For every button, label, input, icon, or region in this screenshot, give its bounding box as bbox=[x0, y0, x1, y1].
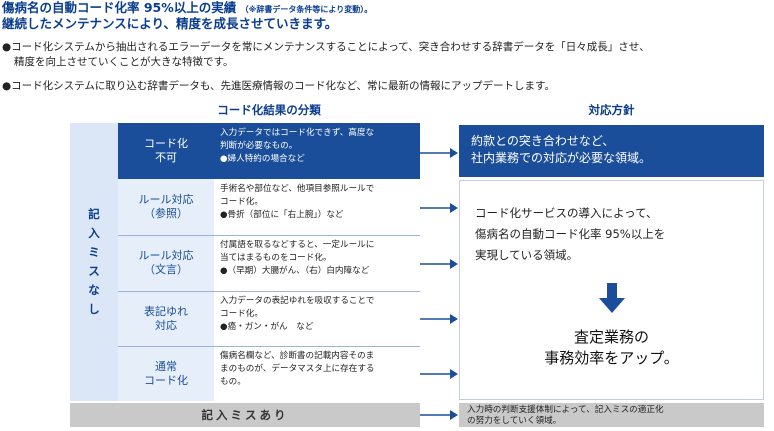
entry-error-bar: 記入ミスあり bbox=[70, 403, 420, 427]
row-divider bbox=[118, 346, 420, 347]
policy-manual-handling: 約款との突き合わせなど、 社内業務での対応が必要な領域。 bbox=[459, 125, 764, 177]
header-note: （※辞書データ条件等により変動）。 bbox=[240, 5, 373, 14]
bullet-1: ●コード化システムから抽出されるエラーデータを常にメンテナンスすることによって、… bbox=[2, 40, 650, 70]
side-label-no-entry-error: 記入ミスなし bbox=[70, 123, 118, 401]
category-normal-coding-desc: 傷病名欄など、診断書の記載内容そのま まのものが、データマスタ上に存在する もの… bbox=[214, 346, 420, 401]
arrow-right-icon bbox=[420, 314, 458, 324]
category-rule-reference-desc: 手術名や部位など、他項目参照ルールで コード化。 ●骨折（部位に「右上腕」）など bbox=[214, 179, 420, 235]
header-title: 傷病名の自動コード化率 95%以上の実績 bbox=[2, 0, 237, 15]
arrow-down-icon bbox=[599, 283, 625, 313]
category-notation-variation-desc: 入力データの表記ゆれを吸収することで コード化。 ●癌・ガン・がん など bbox=[214, 291, 420, 346]
category-normal-coding: 通常 コード化 bbox=[118, 346, 214, 401]
row-divider bbox=[118, 235, 420, 236]
policy-efficiency-headline: 査定業務の 事務効率をアップ。 bbox=[544, 328, 679, 367]
arrow-right-icon bbox=[420, 259, 458, 269]
row-divider bbox=[118, 291, 420, 292]
bullet-1-line-2: 精度を向上させていくことが大きな特徴です。 bbox=[14, 56, 234, 68]
header-line-2: 継続したメンテナンスにより、精度を成長させていきます。 bbox=[2, 16, 338, 31]
bullet-2-line-1: ●コード化システムに取り込む辞書データも、先進医療情報のコード化など、常に最新の… bbox=[2, 80, 555, 92]
header-line-1: 傷病名の自動コード化率 95%以上の実績 （※辞書データ条件等により変動）。 bbox=[2, 0, 372, 17]
bullet-2: ●コード化システムに取り込む辞書データも、先進医療情報のコード化など、常に最新の… bbox=[2, 79, 555, 94]
category-uncodable-desc: 入力データではコード化できず、高度な 判断が必要なもの。 ●婦人特約の場合など bbox=[214, 123, 420, 179]
arrow-right-icon bbox=[420, 410, 458, 420]
category-rule-wording: ルール対応 （文言） bbox=[118, 235, 214, 291]
category-uncodable: コード化 不可 bbox=[118, 123, 214, 179]
left-heading: コード化結果の分類 bbox=[217, 103, 321, 117]
policy-entry-error: 入力時の判断支援体制によって、記入ミスの適正化 の努力をしていく領域。 bbox=[459, 403, 764, 427]
bullet-1-line-1: ●コード化システムから抽出されるエラーデータを常にメンテナンスすることによって、… bbox=[2, 41, 650, 53]
category-rule-reference: ルール対応 （参照） bbox=[118, 179, 214, 235]
arrow-right-icon bbox=[420, 369, 458, 379]
arrow-right-icon bbox=[420, 203, 458, 213]
arrow-right-icon bbox=[420, 148, 458, 158]
policy-auto-coding: コード化サービスの導入によって、 傷病名の自動コード化率 95%以上を 実現して… bbox=[459, 180, 764, 400]
policy-auto-coding-text: コード化サービスの導入によって、 傷病名の自動コード化率 95%以上を 実現して… bbox=[475, 206, 666, 262]
category-notation-variation: 表記ゆれ 対応 bbox=[118, 291, 214, 346]
right-heading: 対応方針 bbox=[588, 103, 635, 117]
category-rule-wording-desc: 付属語を取るなどすると、一定ルールに 当てはまるものをコード化。 ●（早期）大腸… bbox=[214, 235, 420, 291]
